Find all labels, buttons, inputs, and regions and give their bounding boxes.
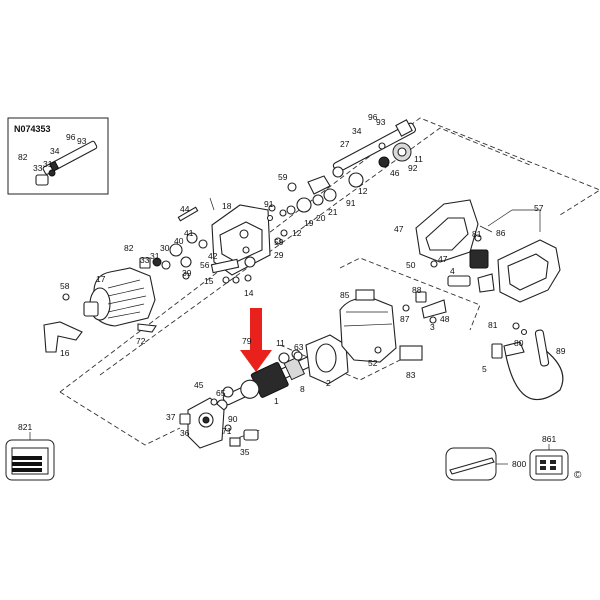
- part-label-58: 58: [60, 281, 70, 291]
- inset-label-31: 31: [43, 159, 53, 169]
- field-coil: [293, 334, 349, 385]
- part-label-29: 29: [274, 250, 284, 260]
- part-label-20: 20: [316, 213, 326, 223]
- callout-861-label: 861: [542, 434, 556, 444]
- part-label-19: 19: [304, 218, 314, 228]
- copyright-mark: ©: [574, 470, 582, 481]
- callout-821-label: 821: [18, 422, 32, 432]
- motor-housing: [339, 297, 397, 363]
- part-label-96: 96: [368, 112, 378, 122]
- part-label-59a: 59: [278, 172, 288, 182]
- part-label-91a: 91: [264, 199, 274, 209]
- part-label-59b: 59: [274, 237, 284, 247]
- part-label-47a: 47: [394, 224, 404, 234]
- part-label-17: 17: [96, 274, 106, 284]
- part-label-5: 5: [482, 364, 487, 374]
- part-label-21: 21: [328, 207, 338, 217]
- part-label-37: 37: [166, 412, 176, 422]
- part-label-82: 82: [124, 243, 134, 253]
- callout-800: 800: [445, 447, 526, 481]
- end-cap: [179, 397, 225, 449]
- part-label-63: 63: [294, 342, 304, 352]
- inset-label-96: 96: [66, 132, 76, 142]
- callout-800-label: 800: [512, 459, 526, 469]
- part-label-44: 44: [180, 204, 190, 214]
- part-label-88: 88: [412, 285, 422, 295]
- part-label-11a: 11: [414, 154, 423, 164]
- blade-clamp: [43, 321, 157, 353]
- brush-holder-parts: [224, 424, 259, 447]
- part-label-1: 1: [274, 396, 279, 406]
- part-label-15: 15: [204, 276, 214, 286]
- label-plates: [355, 289, 423, 361]
- power-cord: [491, 322, 564, 401]
- part-label-83: 83: [406, 370, 416, 380]
- part-label-11b: 11: [276, 338, 285, 348]
- nose-housing: [83, 267, 156, 327]
- handle-housing: [415, 199, 561, 303]
- part-label-33: 33: [140, 255, 150, 265]
- part-label-93: 93: [376, 117, 386, 127]
- part-label-39: 39: [182, 268, 192, 278]
- part-label-12a: 12: [358, 186, 368, 196]
- part-label-36: 36: [180, 428, 190, 438]
- inset-label-93: 93: [77, 136, 87, 146]
- part-label-16: 16: [60, 348, 70, 358]
- part-labels: 1 2 3 4 5 8 11 11 12 12 14 15 16 17 18 1…: [60, 112, 566, 457]
- part-label-42: 42: [208, 251, 218, 261]
- part-label-86: 86: [496, 228, 506, 238]
- part-label-79: 79: [242, 336, 252, 346]
- part-label-81a: 81: [472, 229, 482, 239]
- part-label-81b: 81: [488, 320, 498, 330]
- armature: [216, 349, 326, 411]
- switch-assembly: [402, 260, 495, 324]
- part-label-31: 31: [150, 251, 160, 261]
- inset-code: N074353: [14, 124, 51, 134]
- part-label-90: 90: [228, 414, 238, 424]
- part-label-80: 80: [514, 338, 524, 348]
- inset-label-33: 33: [33, 163, 43, 173]
- part-label-34: 34: [352, 126, 362, 136]
- part-label-52: 52: [368, 358, 378, 368]
- part-label-57: 57: [534, 203, 544, 213]
- inset-label-82: 82: [18, 152, 28, 162]
- part-label-92: 92: [408, 163, 418, 173]
- part-label-14: 14: [244, 288, 254, 298]
- part-label-41: 41: [184, 228, 194, 238]
- part-label-45: 45: [194, 380, 204, 390]
- part-label-2: 2: [326, 378, 331, 388]
- callout-821: 821: [5, 422, 55, 481]
- inset-label-34: 34: [50, 146, 60, 156]
- part-label-50: 50: [406, 260, 416, 270]
- part-label-85: 85: [340, 290, 350, 300]
- part-label-12b: 12: [292, 228, 302, 238]
- part-label-56: 56: [200, 260, 210, 270]
- highlight-arrow: [240, 308, 272, 372]
- part-label-3: 3: [430, 322, 435, 332]
- part-label-30: 30: [160, 243, 170, 253]
- part-label-35: 35: [240, 447, 250, 457]
- part-label-71: 71: [222, 426, 232, 436]
- part-label-8: 8: [300, 384, 305, 394]
- inset-box: N074353 82 33 31 34 96 93: [7, 117, 109, 195]
- part-label-46: 46: [390, 168, 400, 178]
- part-label-48: 48: [440, 314, 450, 324]
- spindle-parts: [62, 206, 256, 301]
- gear-housing: [211, 204, 276, 276]
- callout-861: 861: [529, 434, 569, 481]
- part-label-91b: 91: [346, 198, 356, 208]
- part-label-65: 65: [216, 388, 226, 398]
- part-label-40: 40: [174, 236, 184, 246]
- part-label-89: 89: [556, 346, 566, 356]
- part-label-72: 72: [136, 336, 146, 346]
- part-label-4: 4: [450, 266, 455, 276]
- plunger-shaft-assembly: [274, 119, 416, 245]
- part-label-87: 87: [400, 314, 410, 324]
- part-label-47b: 47: [438, 254, 448, 264]
- part-label-27: 27: [340, 139, 350, 149]
- part-label-18: 18: [222, 201, 232, 211]
